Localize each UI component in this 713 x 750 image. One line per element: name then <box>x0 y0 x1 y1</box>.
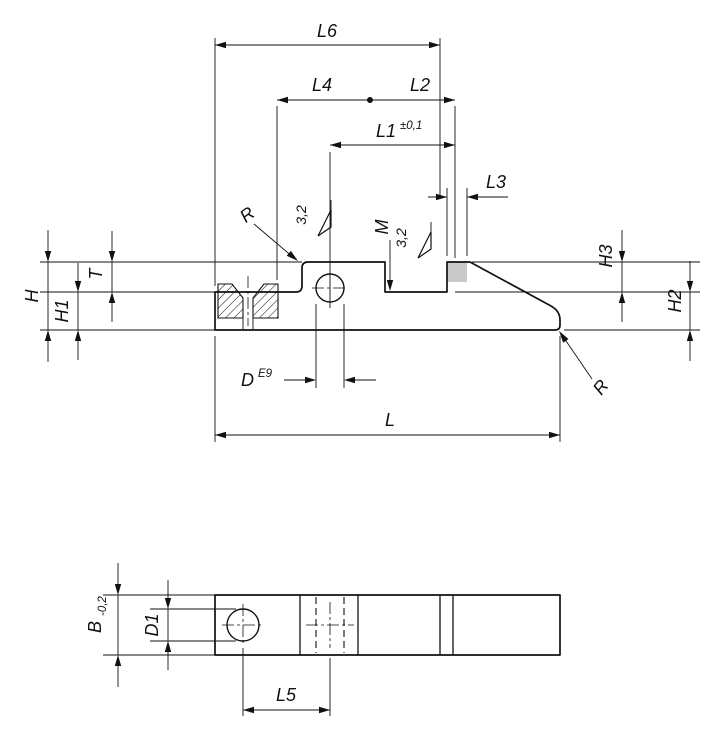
radius-callout-top: R <box>236 203 298 261</box>
thread-label: M <box>372 220 392 235</box>
part-profile-outline <box>214 261 561 331</box>
surface-finish-2-value: 3,2 <box>393 228 409 248</box>
dimension-h2: H2 <box>665 261 694 361</box>
dimension-b: B -0,2 <box>85 563 215 687</box>
dimension-l1-tolerance: ±0,1 <box>400 120 422 132</box>
radius-top-label: R <box>236 203 259 227</box>
dimension-b-tolerance: -0,2 <box>97 596 109 616</box>
dimension-l1-label: L1 <box>376 121 396 141</box>
right-extension-lines <box>455 261 700 331</box>
dimension-l5: L5 <box>242 648 331 716</box>
dimension-l1: L1 ±0,1 <box>329 120 455 308</box>
part-profile-fill <box>215 262 560 330</box>
dimension-d1-label: D1 <box>142 613 162 636</box>
dimension-l6-label: L6 <box>317 21 338 41</box>
dimension-l4-label: L4 <box>312 75 332 95</box>
side-view: L6 L4 L2 L1 ±0,1 L3 <box>22 21 700 442</box>
insert-highlight <box>447 262 467 282</box>
radius-callout-bottom: R <box>559 331 613 398</box>
plan-hole <box>222 604 264 646</box>
dimension-l5-label: L5 <box>276 685 297 705</box>
dimension-l3-label: L3 <box>486 172 506 192</box>
dimension-l3: L3 <box>428 172 508 256</box>
dimension-l4-l2: L4 L2 <box>276 75 456 280</box>
dimension-t-label: T <box>86 267 106 280</box>
surface-finish-symbol-2: 3,2 <box>393 222 432 259</box>
radius-bottom-label: R <box>589 376 613 399</box>
dimension-d1: D1 <box>142 580 236 670</box>
dimension-d-label: D <box>241 370 254 390</box>
dimension-h: H <box>22 230 52 362</box>
dimension-h-label: H <box>22 289 42 303</box>
dimension-origin-dot <box>367 97 373 103</box>
dimension-l: L <box>214 336 561 442</box>
dimension-l6: L6 <box>214 21 441 286</box>
dimension-l-label: L <box>385 410 395 430</box>
left-extension-lines <box>40 261 302 331</box>
dimension-h3: H3 <box>596 230 626 322</box>
plan-view: B -0,2 D1 L5 <box>85 563 561 716</box>
plan-outline <box>214 594 561 656</box>
dimension-h3-label: H3 <box>596 244 616 267</box>
dimension-h1-label: H1 <box>52 299 72 322</box>
dimension-h1: H1 <box>52 263 82 360</box>
dimension-d-tolerance: E9 <box>258 368 273 380</box>
dimension-t: T <box>86 231 116 322</box>
plan-hidden-hole <box>306 597 354 653</box>
dimension-d: D E9 <box>241 304 376 390</box>
surface-finish-symbol-1: 3,2 <box>293 200 332 237</box>
thread-callout: M <box>372 220 394 291</box>
dimension-b-label: B <box>85 621 105 633</box>
dimension-l2-label: L2 <box>410 75 430 95</box>
dimension-h2-label: H2 <box>665 289 685 312</box>
surface-finish-1-value: 3,2 <box>293 205 309 225</box>
countersink-section <box>217 276 279 329</box>
